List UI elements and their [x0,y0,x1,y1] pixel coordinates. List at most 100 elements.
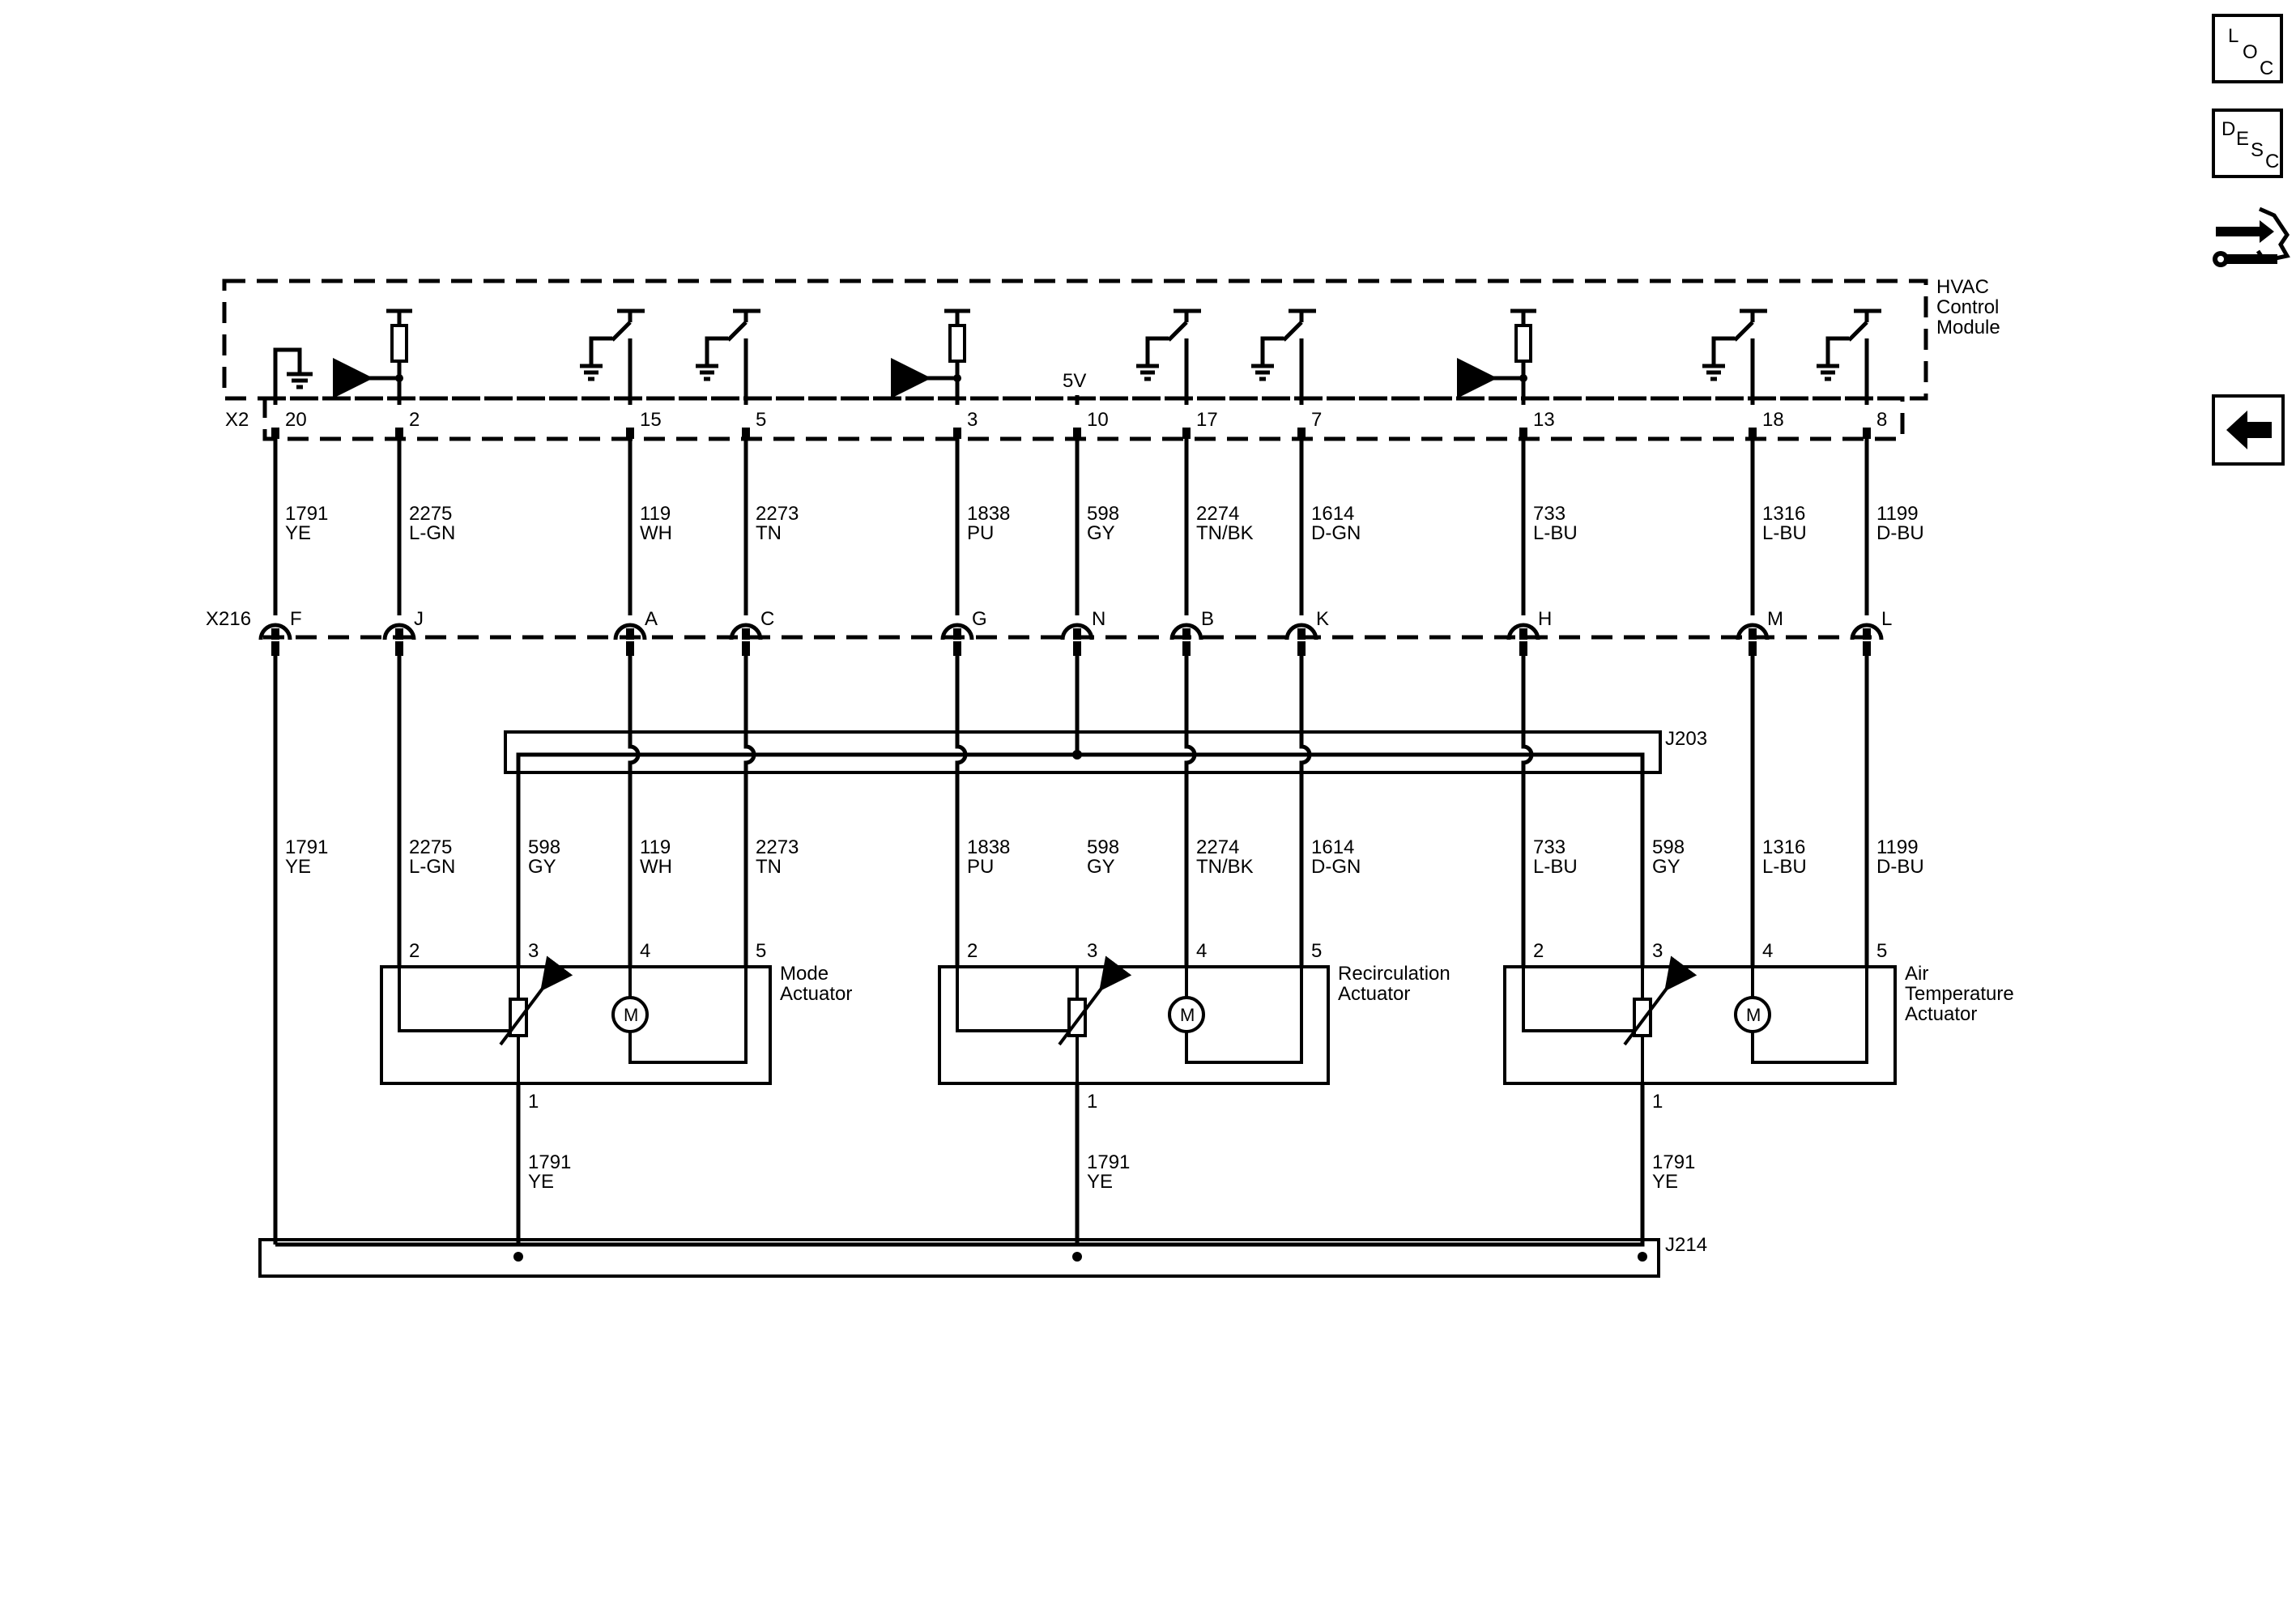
actuator-pin-number: 5 [756,940,766,962]
lower-wire-color: GY [1087,856,1115,878]
actuator-outline [938,965,1330,1085]
actuator-ground-pin: 1 [528,1091,539,1113]
lower-wire-color: WH [640,856,672,878]
actuator-name: Actuator [780,983,852,1005]
x216-terminal-pin [1749,628,1757,640]
lower-wire-color: L-GN [409,856,455,878]
driver-ground-lead [1825,336,1849,366]
upper-circuit-number: 119 [640,503,671,525]
upper-wire-color: L-BU [1762,522,1807,544]
x216-terminal-pin [1182,641,1191,656]
j214-splice-label: J214 [1665,1234,1707,1256]
lower-circuit-number: 2273 [756,836,799,858]
x216-terminal-pin [953,641,961,656]
back-button[interactable] [2212,394,2285,466]
x2-pin-number: 8 [1876,409,1887,431]
driver-ground-lead [1260,336,1284,366]
x216-terminal-arc [1169,623,1203,640]
x2-pin-terminal [742,428,750,439]
x2-pin-number: 10 [1087,409,1109,431]
x216-terminal-pin [1073,628,1081,640]
j203-splice-label: J203 [1665,728,1707,750]
lower-circuit-number: 119 [640,836,671,858]
actuator-outline [380,965,772,1085]
pot-signal-lead [398,967,510,1032]
lower-wire-color: D-BU [1876,856,1924,878]
actuator-ground-color: YE [1087,1171,1113,1193]
x216-cavity-letter: M [1767,608,1783,630]
desc-button-letter-c: C [2265,151,2280,172]
x2-pin-terminal [1297,428,1306,439]
lower-circuit-number: 1838 [967,836,1010,858]
driver-ground-lead [1145,336,1169,366]
x216-terminal-pin [742,628,750,640]
signal-node-dot [953,374,961,382]
wire-with-hop [743,654,756,967]
x216-cavity-letter: L [1881,608,1892,630]
upper-circuit-number: 1316 [1762,503,1805,525]
actuator-pin-number: 5 [1311,940,1322,962]
splice-node-dot [1072,750,1082,760]
actuator-name: Air [1905,963,1928,985]
loc-button-letter-l: L [2228,25,2239,47]
x216-terminal-arc [940,623,974,640]
actuator-pin-number: 5 [1876,940,1887,962]
hvac-module-label-2: Control [1936,296,1999,318]
motor-label: M [1180,1005,1195,1025]
x216-connector-label: X216 [206,608,251,630]
x216-terminal-pin [1519,628,1527,640]
desc-button[interactable]: D E S C [2212,109,2283,178]
x216-cavity-letter: F [290,608,302,630]
desc-button-letter-d: D [2221,118,2236,140]
lower-wire-color: L-BU [1762,856,1807,878]
x216-cavity-letter: A [645,608,658,630]
upper-circuit-number: 2274 [1196,503,1239,525]
lower-circuit-number: 1316 [1762,836,1805,858]
x216-terminal-pin [271,628,279,640]
wire-with-hop [1184,654,1197,967]
pullup-resistor-icon [948,324,966,363]
x216-terminal-arc [613,623,647,640]
x2-pin-terminal [271,428,279,439]
wire-with-hop [955,654,968,967]
upper-wire-color: L-BU [1533,522,1578,544]
driver-ground-lead [1711,336,1735,366]
actuator-pin-number: 2 [967,940,978,962]
x2-pin-number: 17 [1196,409,1218,431]
lower-left-circuit-number: 1791 [285,836,328,858]
driver-switch-icon [1733,321,1754,342]
signal-node-dot [1519,374,1527,382]
driver-switch-icon [1847,321,1868,342]
connector-end-view-button[interactable] [2209,202,2290,283]
x2-pin-terminal [1863,428,1871,439]
five-volt-label: 5V [1063,370,1086,392]
motor-label: M [624,1005,638,1025]
wire-group [258,428,1884,1262]
lower-wire-color: GY [1652,856,1680,878]
x216-terminal-arc [1060,623,1094,640]
actuator-ground-pin: 1 [1652,1091,1663,1113]
loc-button[interactable]: L O C [2212,14,2283,83]
lower-circuit-number: 598 [1087,836,1119,858]
actuator-pin-number: 3 [1652,940,1663,962]
lower-circuit-number: 1614 [1311,836,1354,858]
x2-pin-number: 7 [1311,409,1322,431]
upper-circuit-number: 2275 [409,503,452,525]
actuator-pin-number: 2 [409,940,420,962]
desc-button-letter-s: S [2251,139,2264,161]
x2-pin-terminal [953,428,961,439]
x2-pin-terminal [1519,428,1527,439]
x216-terminal-arc [258,623,292,640]
lower-circuit-number: 598 [1652,836,1685,858]
wire-with-hop [628,654,641,967]
x216-terminal-pin [1519,641,1527,656]
upper-wire-color: WH [640,522,672,544]
x216-terminal-arc [729,623,763,640]
x216-cavity-letter: H [1538,608,1552,630]
x216-cavity-letter: G [972,608,987,630]
loc-button-letter-o: O [2243,41,2258,63]
x216-terminal-pin [1749,641,1757,656]
x2-connector-label: X2 [225,409,249,431]
lower-left-wire-color: YE [285,856,311,878]
